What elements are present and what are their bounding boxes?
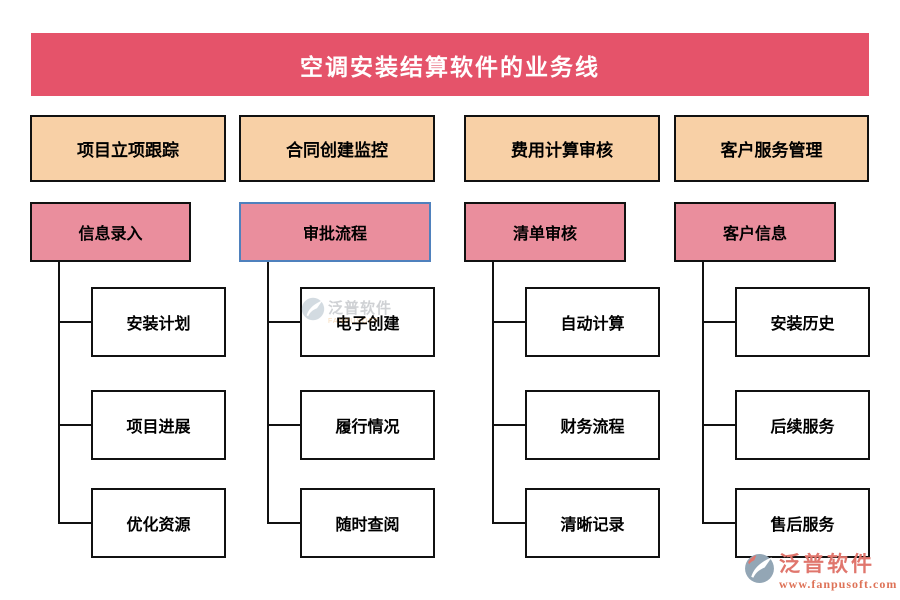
branch-line	[492, 321, 526, 323]
page-title: 空调安装结算软件的业务线	[300, 53, 600, 80]
fanpu-logo: 泛普软件 www.fanpusoft.com	[744, 553, 897, 592]
column-subheader: 客户信息	[674, 202, 836, 262]
branch-line	[58, 321, 92, 323]
branch-line	[58, 522, 92, 524]
leaf-box: 清晰记录	[525, 488, 660, 558]
logo-brand-text: 泛普软件	[779, 553, 875, 576]
trunk-line	[267, 262, 269, 523]
leaf-box: 自动计算	[525, 287, 660, 357]
column-header: 费用计算审核	[464, 115, 660, 182]
branch-line	[702, 424, 736, 426]
branch-line	[267, 321, 301, 323]
leaf-box: 优化资源	[91, 488, 226, 558]
branch-line	[267, 522, 301, 524]
branch-line	[702, 321, 736, 323]
branch-line	[267, 424, 301, 426]
leaf-box: 随时查阅	[300, 488, 435, 558]
column-subheader-highlighted: 审批流程	[239, 202, 431, 262]
column-cost-calculation: 费用计算审核 清单审核 自动计算 财务流程 清晰记录	[464, 115, 660, 575]
trunk-line	[492, 262, 494, 523]
column-header: 合同创建监控	[239, 115, 435, 182]
column-contract-creation: 合同创建监控 审批流程 电子创建 履行情况 随时查阅	[239, 115, 435, 575]
logo-url-text: www.fanpusoft.com	[779, 577, 898, 591]
leaf-box: 安装历史	[735, 287, 870, 357]
fanpu-brand-icon	[744, 553, 775, 584]
branch-line	[492, 522, 526, 524]
column-customer-service: 客户服务管理 客户信息 安装历史 后续服务 售后服务	[674, 115, 870, 575]
column-header: 项目立项跟踪	[30, 115, 226, 182]
leaf-box: 财务流程	[525, 390, 660, 460]
title-banner: 空调安装结算软件的业务线	[31, 33, 869, 96]
branch-line	[702, 522, 736, 524]
column-header: 客户服务管理	[674, 115, 869, 182]
trunk-line	[58, 262, 60, 523]
leaf-box: 售后服务	[735, 488, 870, 558]
leaf-box: 电子创建	[300, 287, 435, 357]
branch-line	[58, 424, 92, 426]
leaf-box: 后续服务	[735, 390, 870, 460]
column-project-initiation: 项目立项跟踪 信息录入 安装计划 项目进展 优化资源	[30, 115, 226, 575]
column-subheader: 清单审核	[464, 202, 626, 262]
trunk-line	[702, 262, 704, 523]
leaf-box: 安装计划	[91, 287, 226, 357]
column-subheader: 信息录入	[30, 202, 191, 262]
leaf-box: 履行情况	[300, 390, 435, 460]
branch-line	[492, 424, 526, 426]
leaf-box: 项目进展	[91, 390, 226, 460]
